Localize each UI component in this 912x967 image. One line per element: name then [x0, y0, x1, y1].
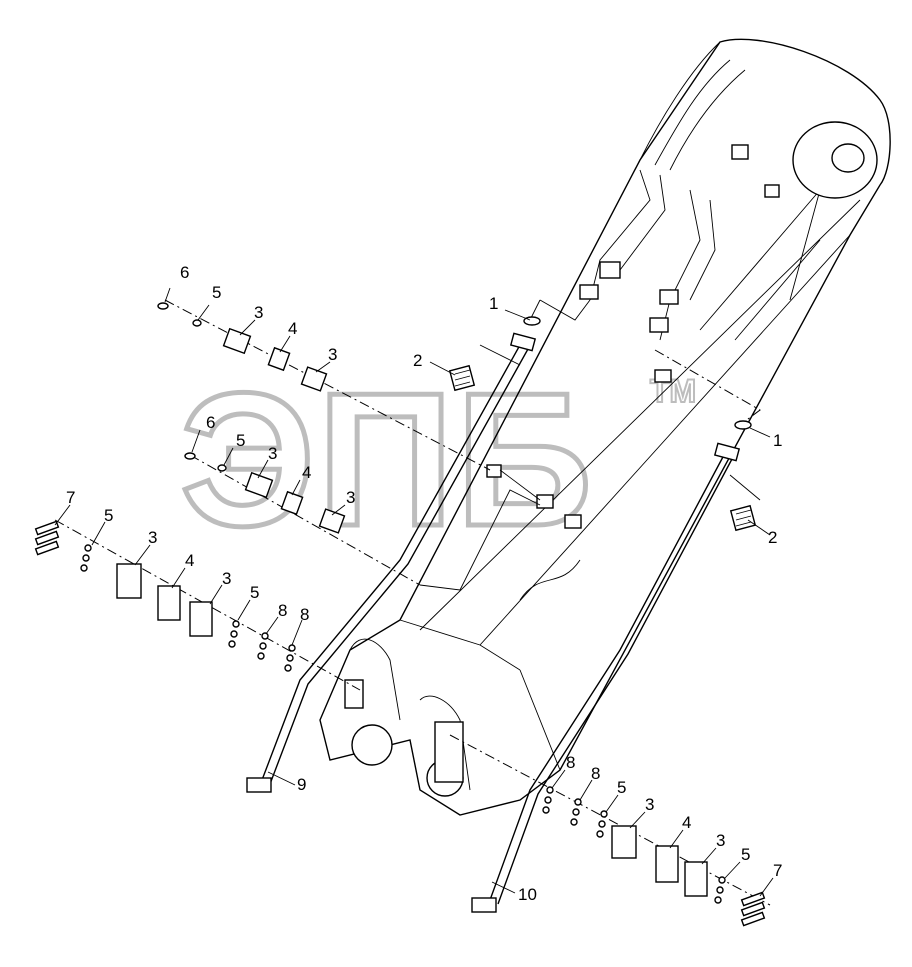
callout-3-middle-a: 3: [268, 444, 277, 463]
bolts-7-right: [740, 891, 766, 927]
callout-leaders: [54, 287, 774, 897]
callout-8-lower-left-a: 8: [278, 601, 287, 620]
callout-5-lower-left-a: 5: [104, 506, 113, 525]
callout-1-right: 1: [773, 431, 782, 450]
callout-8-lower-right-b: 8: [591, 764, 600, 783]
callout-10: 10: [518, 885, 537, 904]
callout-7-right: 7: [773, 861, 782, 880]
watermark: ЭПБ TM: [178, 352, 698, 569]
callout-8-lower-right-a: 8: [566, 753, 575, 772]
callout-3-upper-a: 3: [254, 303, 263, 322]
callout-4-lower-left: 4: [185, 551, 194, 570]
clip-2-right: [729, 504, 757, 532]
callout-2-left: 2: [413, 351, 422, 370]
callout-8-lower-left-b: 8: [300, 605, 309, 624]
callout-5-upper: 5: [212, 283, 221, 302]
callout-3-lower-left-a: 3: [148, 528, 157, 547]
callout-3-lower-right-b: 3: [716, 831, 725, 850]
boom-arm: [319, 38, 891, 816]
washer-6a: [157, 302, 169, 310]
callout-5-lower-left-b: 5: [250, 583, 259, 602]
callout-5-lower-right-b: 5: [741, 845, 750, 864]
bolts-7-left: [34, 520, 60, 556]
callout-5-middle: 5: [236, 431, 245, 450]
callout-1-top: 1: [489, 294, 498, 313]
callout-9: 9: [297, 775, 306, 794]
clip-2-left: [448, 364, 476, 392]
callout-5-lower-right-a: 5: [617, 778, 626, 797]
callout-3-upper-b: 3: [328, 345, 337, 364]
callout-6-upper: 6: [180, 263, 189, 282]
washer-5a: [192, 319, 202, 327]
callout-7-left: 7: [66, 488, 75, 507]
watermark-text: ЭПБ: [180, 354, 594, 566]
callout-3-middle-b: 3: [346, 488, 355, 507]
left-tube: [246, 332, 537, 793]
right-tube: [471, 442, 741, 913]
callout-6-middle: 6: [206, 413, 215, 432]
callout-2-right: 2: [768, 528, 777, 547]
callout-4-upper: 4: [288, 319, 297, 338]
callout-3-lower-right-a: 3: [645, 795, 654, 814]
callout-labels: 1 1 2 2 6 5 3 4 3 6 5 3 4 3 7 5 3 4 3 5 …: [66, 263, 782, 904]
small-parts: [34, 302, 766, 927]
callout-4-middle: 4: [302, 463, 311, 482]
callout-3-lower-left-b: 3: [222, 569, 231, 588]
callout-4-lower-right: 4: [682, 813, 691, 832]
